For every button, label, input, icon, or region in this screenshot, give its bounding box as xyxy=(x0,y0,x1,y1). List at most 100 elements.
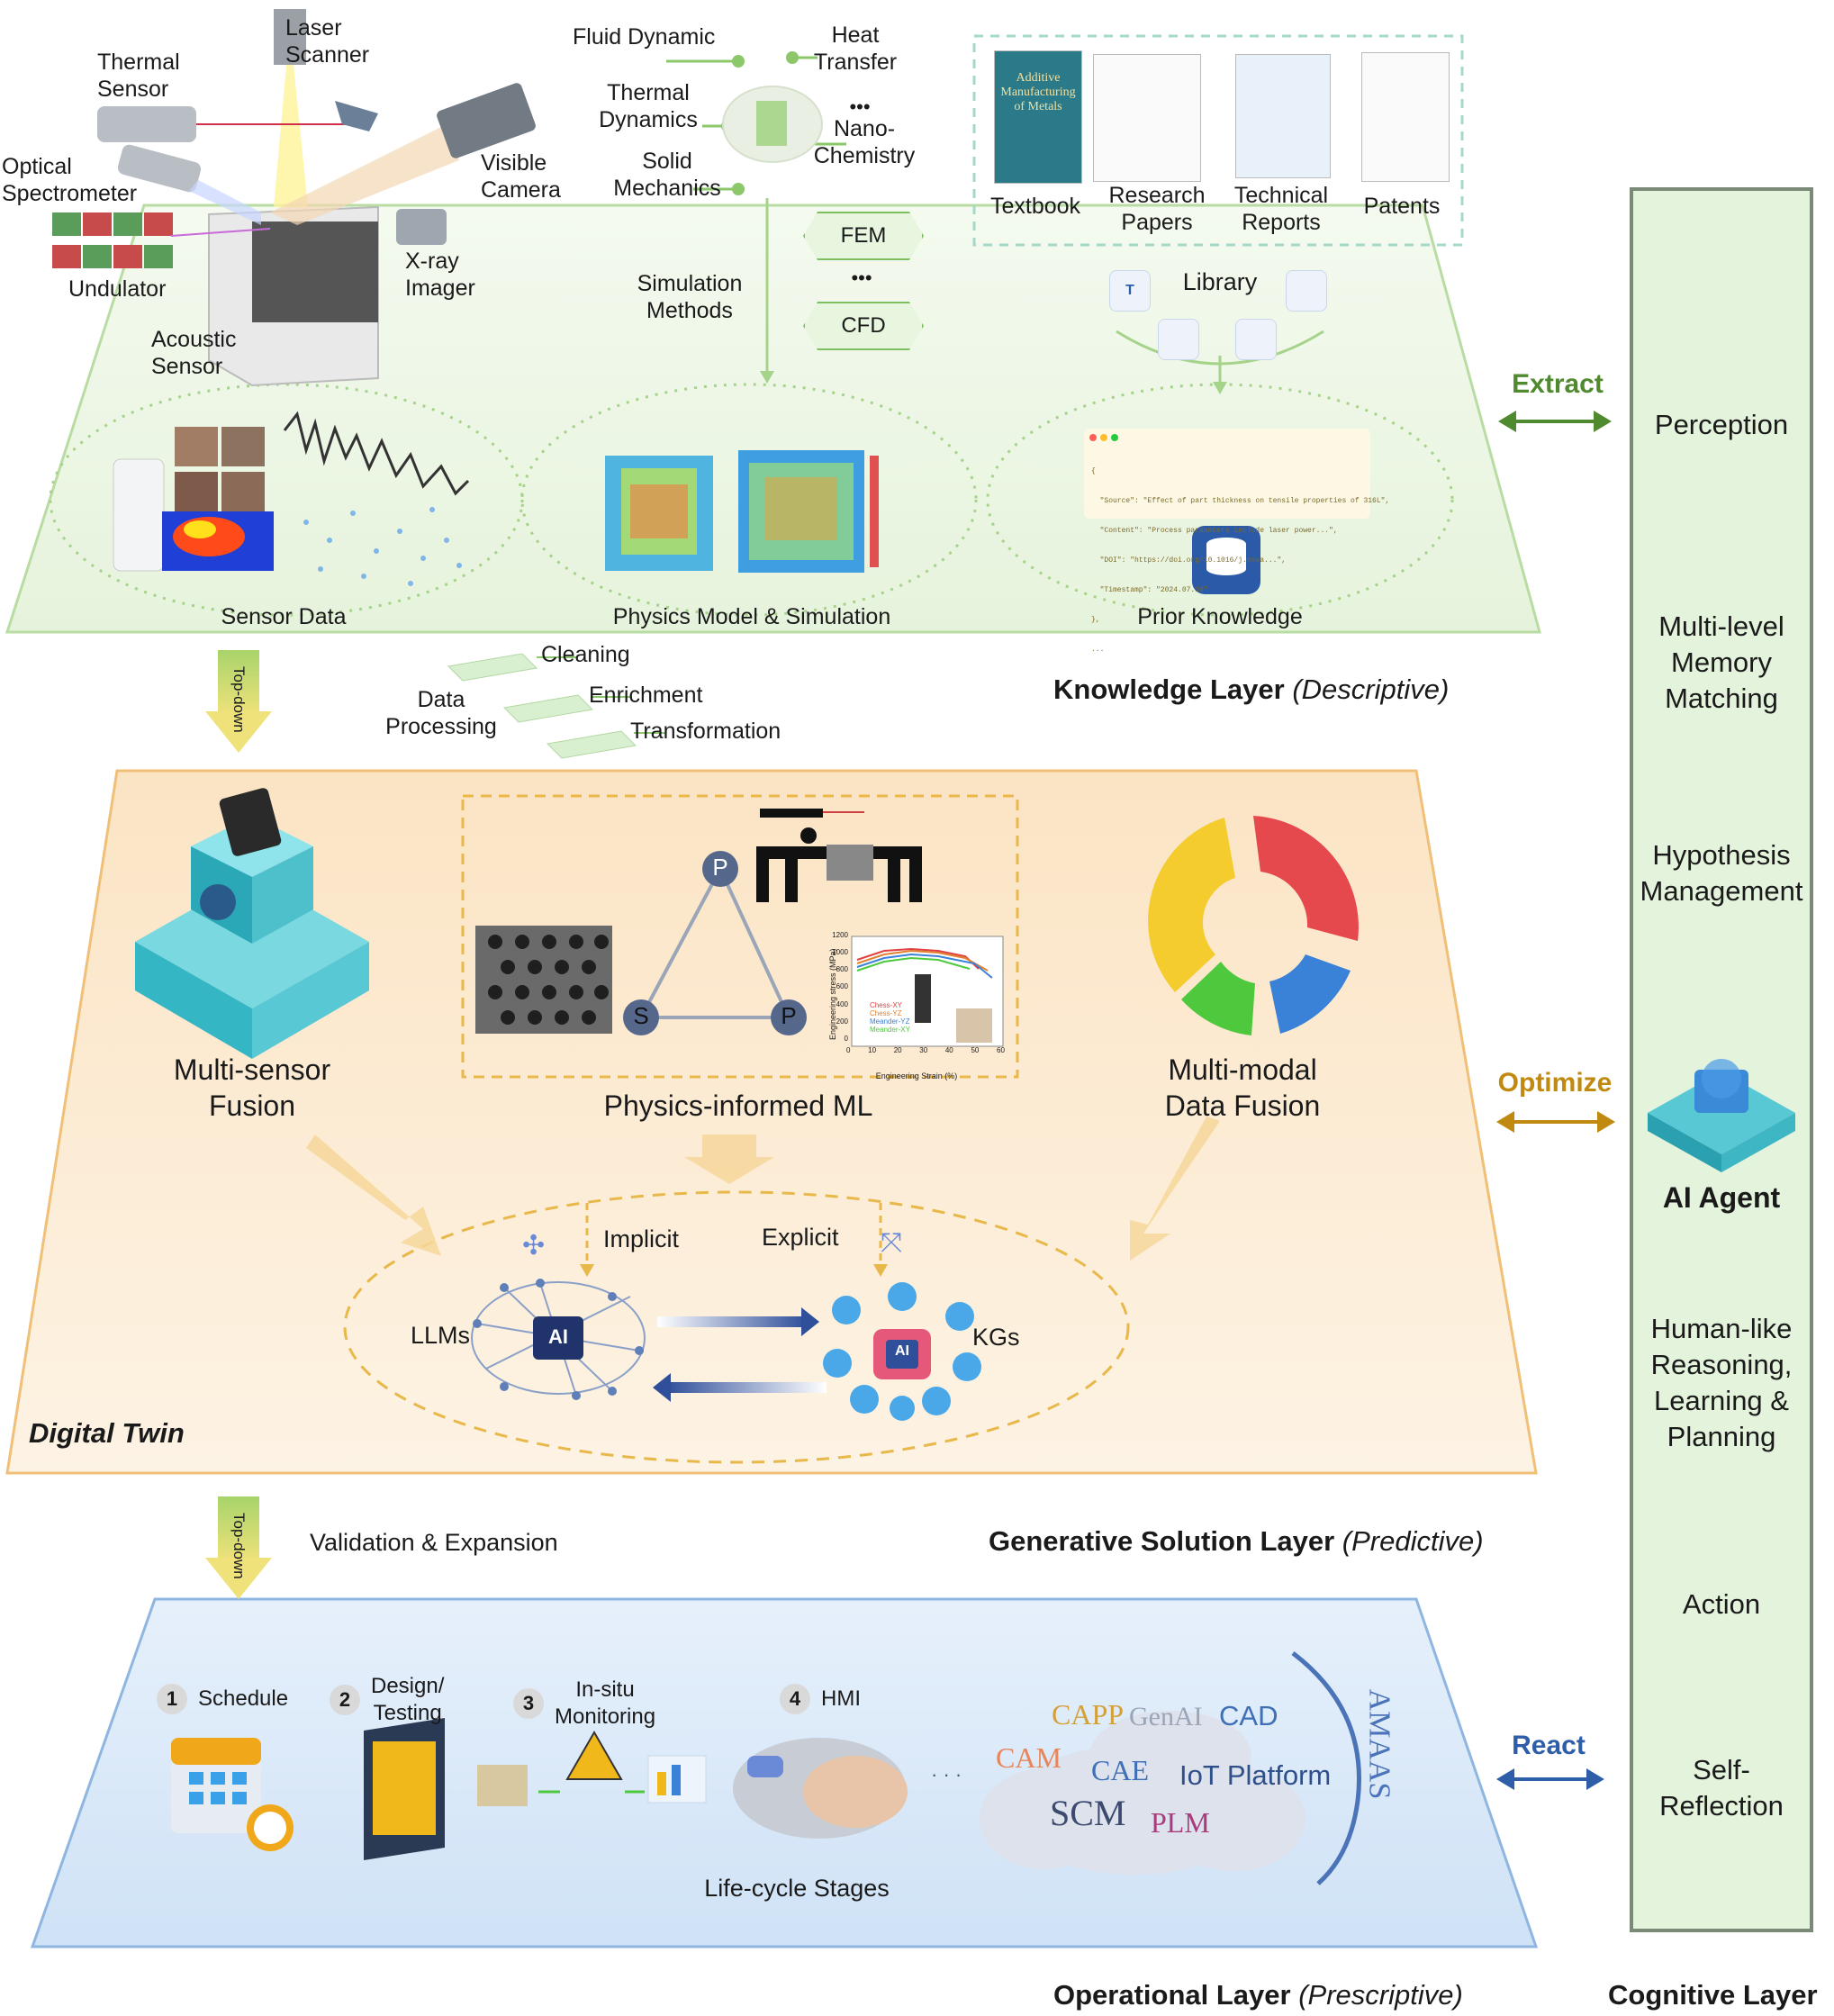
thermal-dynamics-label: Thermal Dynamics xyxy=(599,80,698,132)
compress-icon: ✣ xyxy=(522,1231,546,1261)
donut-blue xyxy=(1269,954,1351,1034)
library-label: Library xyxy=(1182,268,1258,295)
cloud-capp: CAPP xyxy=(1052,1698,1125,1731)
top-down-arrow-2 xyxy=(205,1496,272,1599)
json-line: "DOI": "https://doi.org/10.1016/j.msea..… xyxy=(1091,556,1287,565)
research-papers-doc xyxy=(1093,54,1201,182)
nano-chemistry-label: Nano- Chemistry xyxy=(813,116,916,168)
stage-label: Design/ Testing xyxy=(371,1674,445,1725)
stage-schedule: 1 Schedule xyxy=(157,1684,288,1714)
stage-number: 4 xyxy=(780,1684,810,1714)
json-snippet: { "Source": "Effect of part thickness on… xyxy=(1091,447,1389,664)
psp-node-top: P xyxy=(712,854,728,881)
image-doc-icon xyxy=(1158,319,1199,360)
laser-scanner-label: Laser Scanner xyxy=(285,15,370,68)
physics-ml-box xyxy=(461,794,1019,1079)
cloud-cam: CAM xyxy=(996,1741,1062,1774)
cloud-iot: IoT Platform xyxy=(1179,1759,1332,1791)
explicit-label: Explicit xyxy=(762,1224,839,1251)
optical-spectrometer-label: Optical Spectrometer xyxy=(2,154,138,206)
fluid-dynamic-label: Fluid Dynamic xyxy=(573,24,716,50)
kg-ai-chip: AI xyxy=(895,1343,909,1359)
react-arrow xyxy=(1496,1768,1604,1790)
cloud-cae: CAE xyxy=(1091,1754,1149,1786)
heat-transfer-label: Heat Transfer xyxy=(813,23,898,75)
cloud-scm: SCM xyxy=(1050,1793,1126,1833)
cognitive-ai-agent: AI Agent xyxy=(1662,1181,1781,1214)
extract-label: Extract xyxy=(1512,369,1604,399)
stress-chart-legend: Chess-XY Chess-YZ Meander-YZ Meander-XY xyxy=(870,1001,910,1034)
cognitive-reflection: Self- Reflection xyxy=(1659,1754,1784,1822)
validation-label: Validation & Expansion xyxy=(310,1529,558,1556)
llm-ai-chip: AI xyxy=(548,1325,568,1348)
technical-reports-label: Technical Reports xyxy=(1233,183,1329,235)
cognitive-hypothesis: Hypothesis Management xyxy=(1640,839,1803,907)
optimize-label: Optimize xyxy=(1497,1068,1613,1098)
solid-mechanics-label: Solid Mechanics xyxy=(613,149,721,201)
stress-strain-chart xyxy=(851,936,1004,1047)
stage-label: Schedule xyxy=(198,1686,289,1711)
textbook-label: Textbook xyxy=(989,194,1081,219)
design-3d-icon xyxy=(358,1776,376,1812)
multi-sensor-fusion-label: Multi-sensor Fusion xyxy=(173,1053,331,1122)
cloud-cad: CAD xyxy=(1219,1700,1278,1731)
life-cycle-label: Life-cycle Stages xyxy=(704,1875,890,1902)
video-doc-icon xyxy=(1235,319,1277,360)
stress-chart-xticks: 0 10 20 30 40 50 60 xyxy=(846,1046,1005,1054)
json-line: }, xyxy=(1091,616,1100,624)
stress-chart-yticks: 0 200 400 600 800 1000 1200 xyxy=(832,931,848,1043)
json-line: "Timestamp": "2024.07.30" xyxy=(1091,586,1208,594)
physics-dots: ••• xyxy=(849,95,871,118)
psp-node-left: S xyxy=(633,1002,649,1029)
patents-doc xyxy=(1361,52,1450,182)
method-dots: ••• xyxy=(851,267,872,289)
cognitive-perception: Perception xyxy=(1654,409,1789,440)
donut-yellow xyxy=(1148,818,1235,992)
expand-icon: ⤧ xyxy=(881,1228,902,1258)
undulator-label: Undulator xyxy=(68,276,167,302)
stage-number: 3 xyxy=(513,1688,544,1719)
prior-knowledge-label: Prior Knowledge xyxy=(1137,604,1303,629)
top-down-label-1: Top-down xyxy=(230,666,248,733)
stages-ellipsis: · · · xyxy=(931,1763,962,1785)
sensor-data-ellipse xyxy=(49,383,524,617)
cognitive-action: Action xyxy=(1682,1588,1761,1620)
cloud-plm: PLM xyxy=(1151,1806,1210,1839)
cloud-amaas: AMAAS xyxy=(1362,1688,1396,1800)
knowledge-layer-title: Knowledge Layer (Descriptive) xyxy=(1053,674,1450,705)
enrichment-label: Enrichment xyxy=(589,683,703,708)
cognitive-reasoning: Human-like Reasoning, Learning & Plannin… xyxy=(1650,1313,1793,1452)
stress-chart-xlabel: Engineering Strain (%) xyxy=(875,1071,958,1080)
stage-number: 1 xyxy=(157,1684,187,1714)
knowledge-layer-plane xyxy=(5,203,1541,634)
library-box xyxy=(972,34,1464,247)
text-doc-icon: T xyxy=(1109,270,1151,312)
stage-in-situ: 3 In-situ Monitoring xyxy=(513,1677,655,1731)
llm-kg-ellipse xyxy=(343,1190,1130,1464)
multi-modal-fusion-label: Multi-modal Data Fusion xyxy=(1164,1053,1321,1122)
digital-twin-label: Digital Twin xyxy=(29,1417,185,1449)
fem-badge: FEM xyxy=(803,212,924,260)
psp-node-right: P xyxy=(781,1002,797,1029)
textbook-cover: Additive Manufacturing of Metals xyxy=(994,50,1082,184)
stage-label: In-situ Monitoring xyxy=(555,1677,656,1729)
json-line: "Content": "Process parameters include l… xyxy=(1091,527,1338,535)
visible-camera-label: Visible Camera xyxy=(481,150,561,203)
cleaning-label: Cleaning xyxy=(541,642,630,667)
json-line: { xyxy=(1091,467,1096,475)
technical-reports-doc xyxy=(1235,54,1331,178)
generative-layer-title: Generative Solution Layer (Predictive) xyxy=(989,1525,1484,1557)
physics-ml-label: Physics-informed ML xyxy=(603,1089,873,1122)
optimize-arrow xyxy=(1496,1111,1615,1133)
top-down-arrow-1 xyxy=(205,650,272,753)
donut-green xyxy=(1181,962,1255,1035)
transformation-label: Transformation xyxy=(630,719,781,744)
donut-red xyxy=(1253,816,1359,941)
json-line: ... xyxy=(1091,646,1105,654)
stage-label: HMI xyxy=(821,1686,861,1711)
data-processing-label: Data Processing xyxy=(385,687,497,739)
cognitive-memory: Multi-level Memory Matching xyxy=(1658,610,1784,714)
implicit-label: Implicit xyxy=(603,1225,680,1252)
research-papers-label: Research Papers xyxy=(1108,183,1206,235)
